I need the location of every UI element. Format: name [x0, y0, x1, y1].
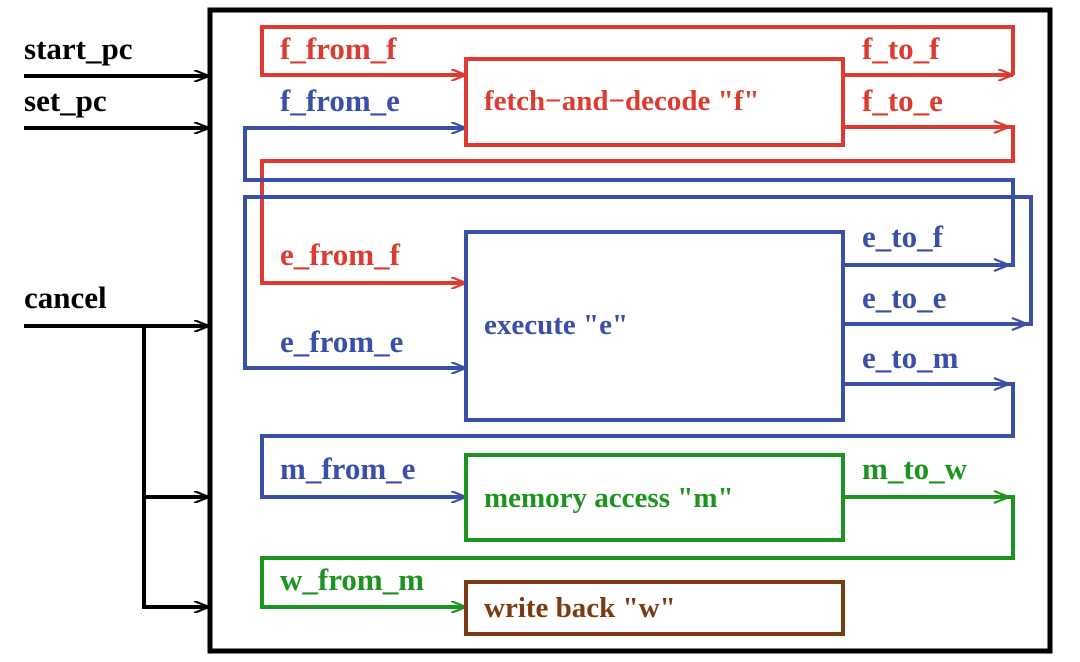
- wire-m-to-w-arrowhead: [993, 489, 1012, 505]
- f-to-f-label: f_to_f: [862, 31, 940, 66]
- f-from-f-label: f_from_f: [280, 31, 397, 66]
- set-pc-label: set_pc: [24, 83, 107, 118]
- e-from-f-label: e_from_f: [280, 237, 401, 272]
- execute-block: [464, 230, 845, 422]
- wire-e-to-f-arrowhead: [993, 257, 1012, 273]
- wire-f-to-f: [260, 25, 1015, 75]
- wire-e-to-f: [243, 128, 1015, 267]
- start-pc-label: start_pc: [24, 31, 132, 66]
- outer-frame: [207, 7, 1053, 654]
- writeback-block: [464, 580, 845, 636]
- cancel-label: cancel: [24, 280, 107, 315]
- m-from-e-label: m_from_e: [280, 451, 415, 486]
- e-to-e-label: e_to_e: [862, 280, 946, 315]
- writeback-block-title: write back "w": [484, 592, 676, 624]
- e-to-m-label: e_to_m: [862, 340, 959, 375]
- e-from-e-label: e_from_e: [280, 324, 403, 359]
- f-to-e-label: f_to_e: [862, 83, 943, 118]
- m-to-w-label: m_to_w: [862, 451, 968, 486]
- e-to-f-label: e_to_f: [862, 219, 944, 254]
- wire-e-to-m-arrowhead: [993, 376, 1012, 392]
- memory-block: [464, 453, 845, 542]
- wire-m-to-w: [260, 495, 1015, 607]
- wire-e-to-e: [243, 195, 1033, 368]
- fetch-block: [464, 57, 845, 147]
- f-from-e-label: f_from_e: [280, 83, 400, 118]
- wire-e-to-e-arrowhead: [1011, 316, 1030, 332]
- wire-f-to-e-arrowhead: [993, 119, 1012, 135]
- fetch-block-title: fetch−and−decode "f": [484, 85, 759, 117]
- wire-f-to-e: [260, 125, 1015, 283]
- memory-block-title: memory access "m": [484, 482, 734, 514]
- execute-block-title: execute "e": [484, 309, 628, 341]
- w-from-m-label: w_from_m: [280, 562, 424, 597]
- wire-e-to-m: [260, 382, 1015, 497]
